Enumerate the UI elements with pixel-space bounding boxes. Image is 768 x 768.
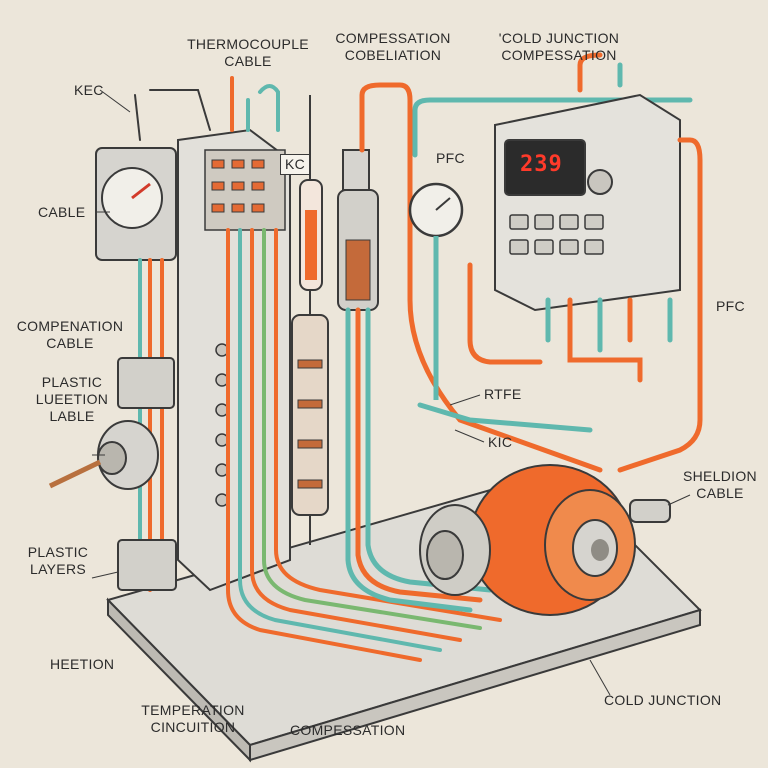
label-temperation-circuition: TEMPERATION CINCUITION: [141, 702, 245, 735]
sheathed-probe: [337, 149, 379, 311]
coil-motor: [419, 464, 671, 616]
probe-to-motor-cables: [345, 82, 693, 613]
label-kc-tag: KC: [280, 154, 311, 175]
label-compenation-cable: COMPENATION CABLE: [16, 318, 124, 351]
label-compessation-cobeliation: COMPESSATION COBELIATION: [335, 30, 451, 63]
label-cold-junction: COLD JUNCTION: [604, 692, 722, 708]
controller-display-reading: 239: [520, 152, 563, 177]
label-plastic-lueetion-lable: PLASTIC LUEETION LABLE: [35, 374, 109, 424]
pressure-gauge: [408, 182, 464, 400]
label-compessation-bottom: COMPESSATION: [290, 722, 406, 738]
cold-junction-controller: [494, 93, 681, 312]
label-cable-left: CABLE: [38, 204, 86, 220]
label-pfc-top: PFC: [436, 150, 465, 166]
plastic-connector-blocks: [48, 357, 177, 591]
label-heetion: HEETION: [50, 656, 115, 672]
left-wire-bundle: [134, 76, 502, 662]
label-pfc-right: PFC: [716, 298, 745, 314]
terminal-block-column: [177, 128, 291, 592]
label-thermocouple-cable: THERMOCOUPLE CABLE: [187, 36, 309, 69]
label-rtfe: RTFE: [484, 386, 522, 402]
label-sheldion-cable: SHELDION CABLE: [683, 468, 757, 501]
left-meter-box: [95, 147, 177, 261]
controller-cables: [417, 52, 703, 473]
leader-lines: [91, 89, 691, 696]
label-plastic-layers: PLASTIC LAYERS: [27, 544, 89, 577]
label-kic: KIC: [488, 434, 513, 450]
label-cold-junction-compessation: 'COLD JUNCTION COMPESSATION: [498, 30, 620, 63]
label-kec: KEC: [74, 82, 104, 98]
